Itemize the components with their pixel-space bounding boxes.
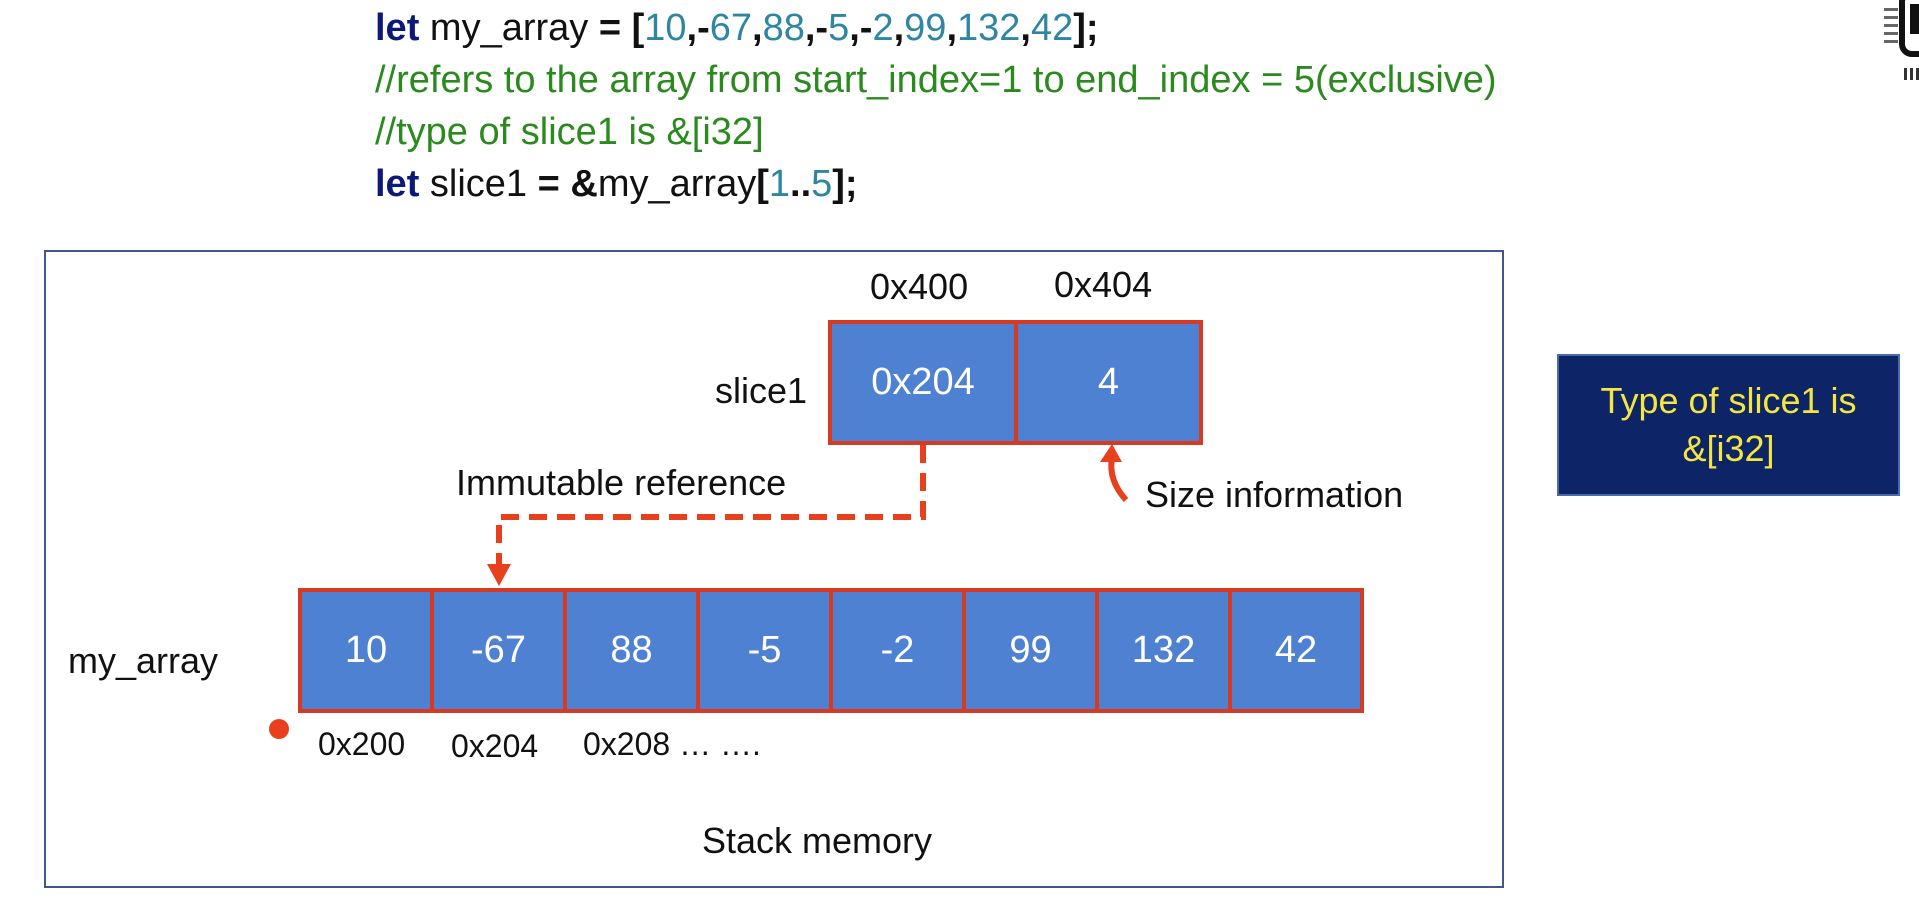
array-cell-4: -2 xyxy=(829,588,966,713)
array-address-2: 0x208 … …. xyxy=(583,726,761,762)
size-arrow xyxy=(1108,457,1129,503)
array-cell-7: 42 xyxy=(1228,588,1364,713)
array-address-1: 0x204 xyxy=(451,728,539,764)
literal: 132 xyxy=(957,7,1021,49)
literal: 2 xyxy=(872,7,894,49)
separator: ,- xyxy=(686,7,710,49)
separator: , xyxy=(1020,7,1031,49)
immutable-reference-label: Immutable reference xyxy=(456,462,787,503)
literal: 5 xyxy=(811,163,833,205)
keyword-let: let xyxy=(375,163,420,205)
operator: = & xyxy=(537,163,598,205)
separator: , xyxy=(893,7,905,49)
literal: 10 xyxy=(644,7,687,49)
stack-memory-frame xyxy=(44,250,1504,888)
literal: 5 xyxy=(828,7,850,49)
my-array-label: my_array xyxy=(68,640,219,681)
slice1-label: slice1 xyxy=(715,370,808,411)
array-address-0: 0x200 xyxy=(318,726,406,762)
separator: ,- xyxy=(804,7,829,49)
reference-arrow xyxy=(496,445,926,566)
separator: , xyxy=(752,7,763,49)
literal: 99 xyxy=(904,7,947,49)
identifier: slice1 xyxy=(419,163,538,205)
separator: ,- xyxy=(849,7,873,49)
literal: 1 xyxy=(768,163,791,205)
keyword-let: let xyxy=(375,7,420,49)
identifier: my_array xyxy=(597,163,757,205)
stack-memory-caption: Stack memory xyxy=(702,820,933,861)
code-line-array-decl: let my_array = [10,-67,88,-5,-2,99,132,4… xyxy=(375,6,1099,50)
array-cell-5: 99 xyxy=(962,588,1099,713)
separator: [ xyxy=(756,163,769,205)
slice-pointer-cell: 0x204 xyxy=(828,320,1018,445)
size-arrowhead xyxy=(1100,444,1122,462)
array-cell-3: -5 xyxy=(696,588,833,713)
array-cell-1: -67 xyxy=(430,588,567,713)
pointer-dot xyxy=(269,719,289,739)
code-comment-type: //type of slice1 is &[i32] xyxy=(375,111,764,153)
code-line-slice-decl: let slice1 = &my_array[1..5]; xyxy=(375,162,858,206)
literal: 67 xyxy=(709,7,753,49)
type-callout: Type of slice1 is &[i32] xyxy=(1557,354,1900,496)
identifier: my_array xyxy=(419,7,599,49)
reference-arrowhead xyxy=(487,564,511,586)
literal: 88 xyxy=(762,7,805,49)
array-cell-6: 132 xyxy=(1095,588,1232,713)
callout-line-2: &[i32] xyxy=(1682,428,1775,469)
slice-length-cell: 4 xyxy=(1014,320,1203,445)
array-cell-0: 10 xyxy=(298,588,434,713)
code-comment-range: //refers to the array from start_index=1… xyxy=(375,59,1497,101)
separator: ]; xyxy=(832,163,858,205)
operator: .. xyxy=(790,163,812,205)
array-cell-2: 88 xyxy=(563,588,700,713)
separator: ]; xyxy=(1073,7,1099,49)
slice-address-0: 0x400 xyxy=(870,266,969,307)
slice-address-1: 0x404 xyxy=(1054,264,1153,305)
literal: 42 xyxy=(1030,7,1074,49)
device-icon xyxy=(1880,0,1919,90)
size-information-label: Size information xyxy=(1145,474,1404,515)
operator: = [ xyxy=(598,7,645,49)
separator: , xyxy=(946,7,957,49)
callout-line-1: Type of slice1 is xyxy=(1600,380,1857,421)
